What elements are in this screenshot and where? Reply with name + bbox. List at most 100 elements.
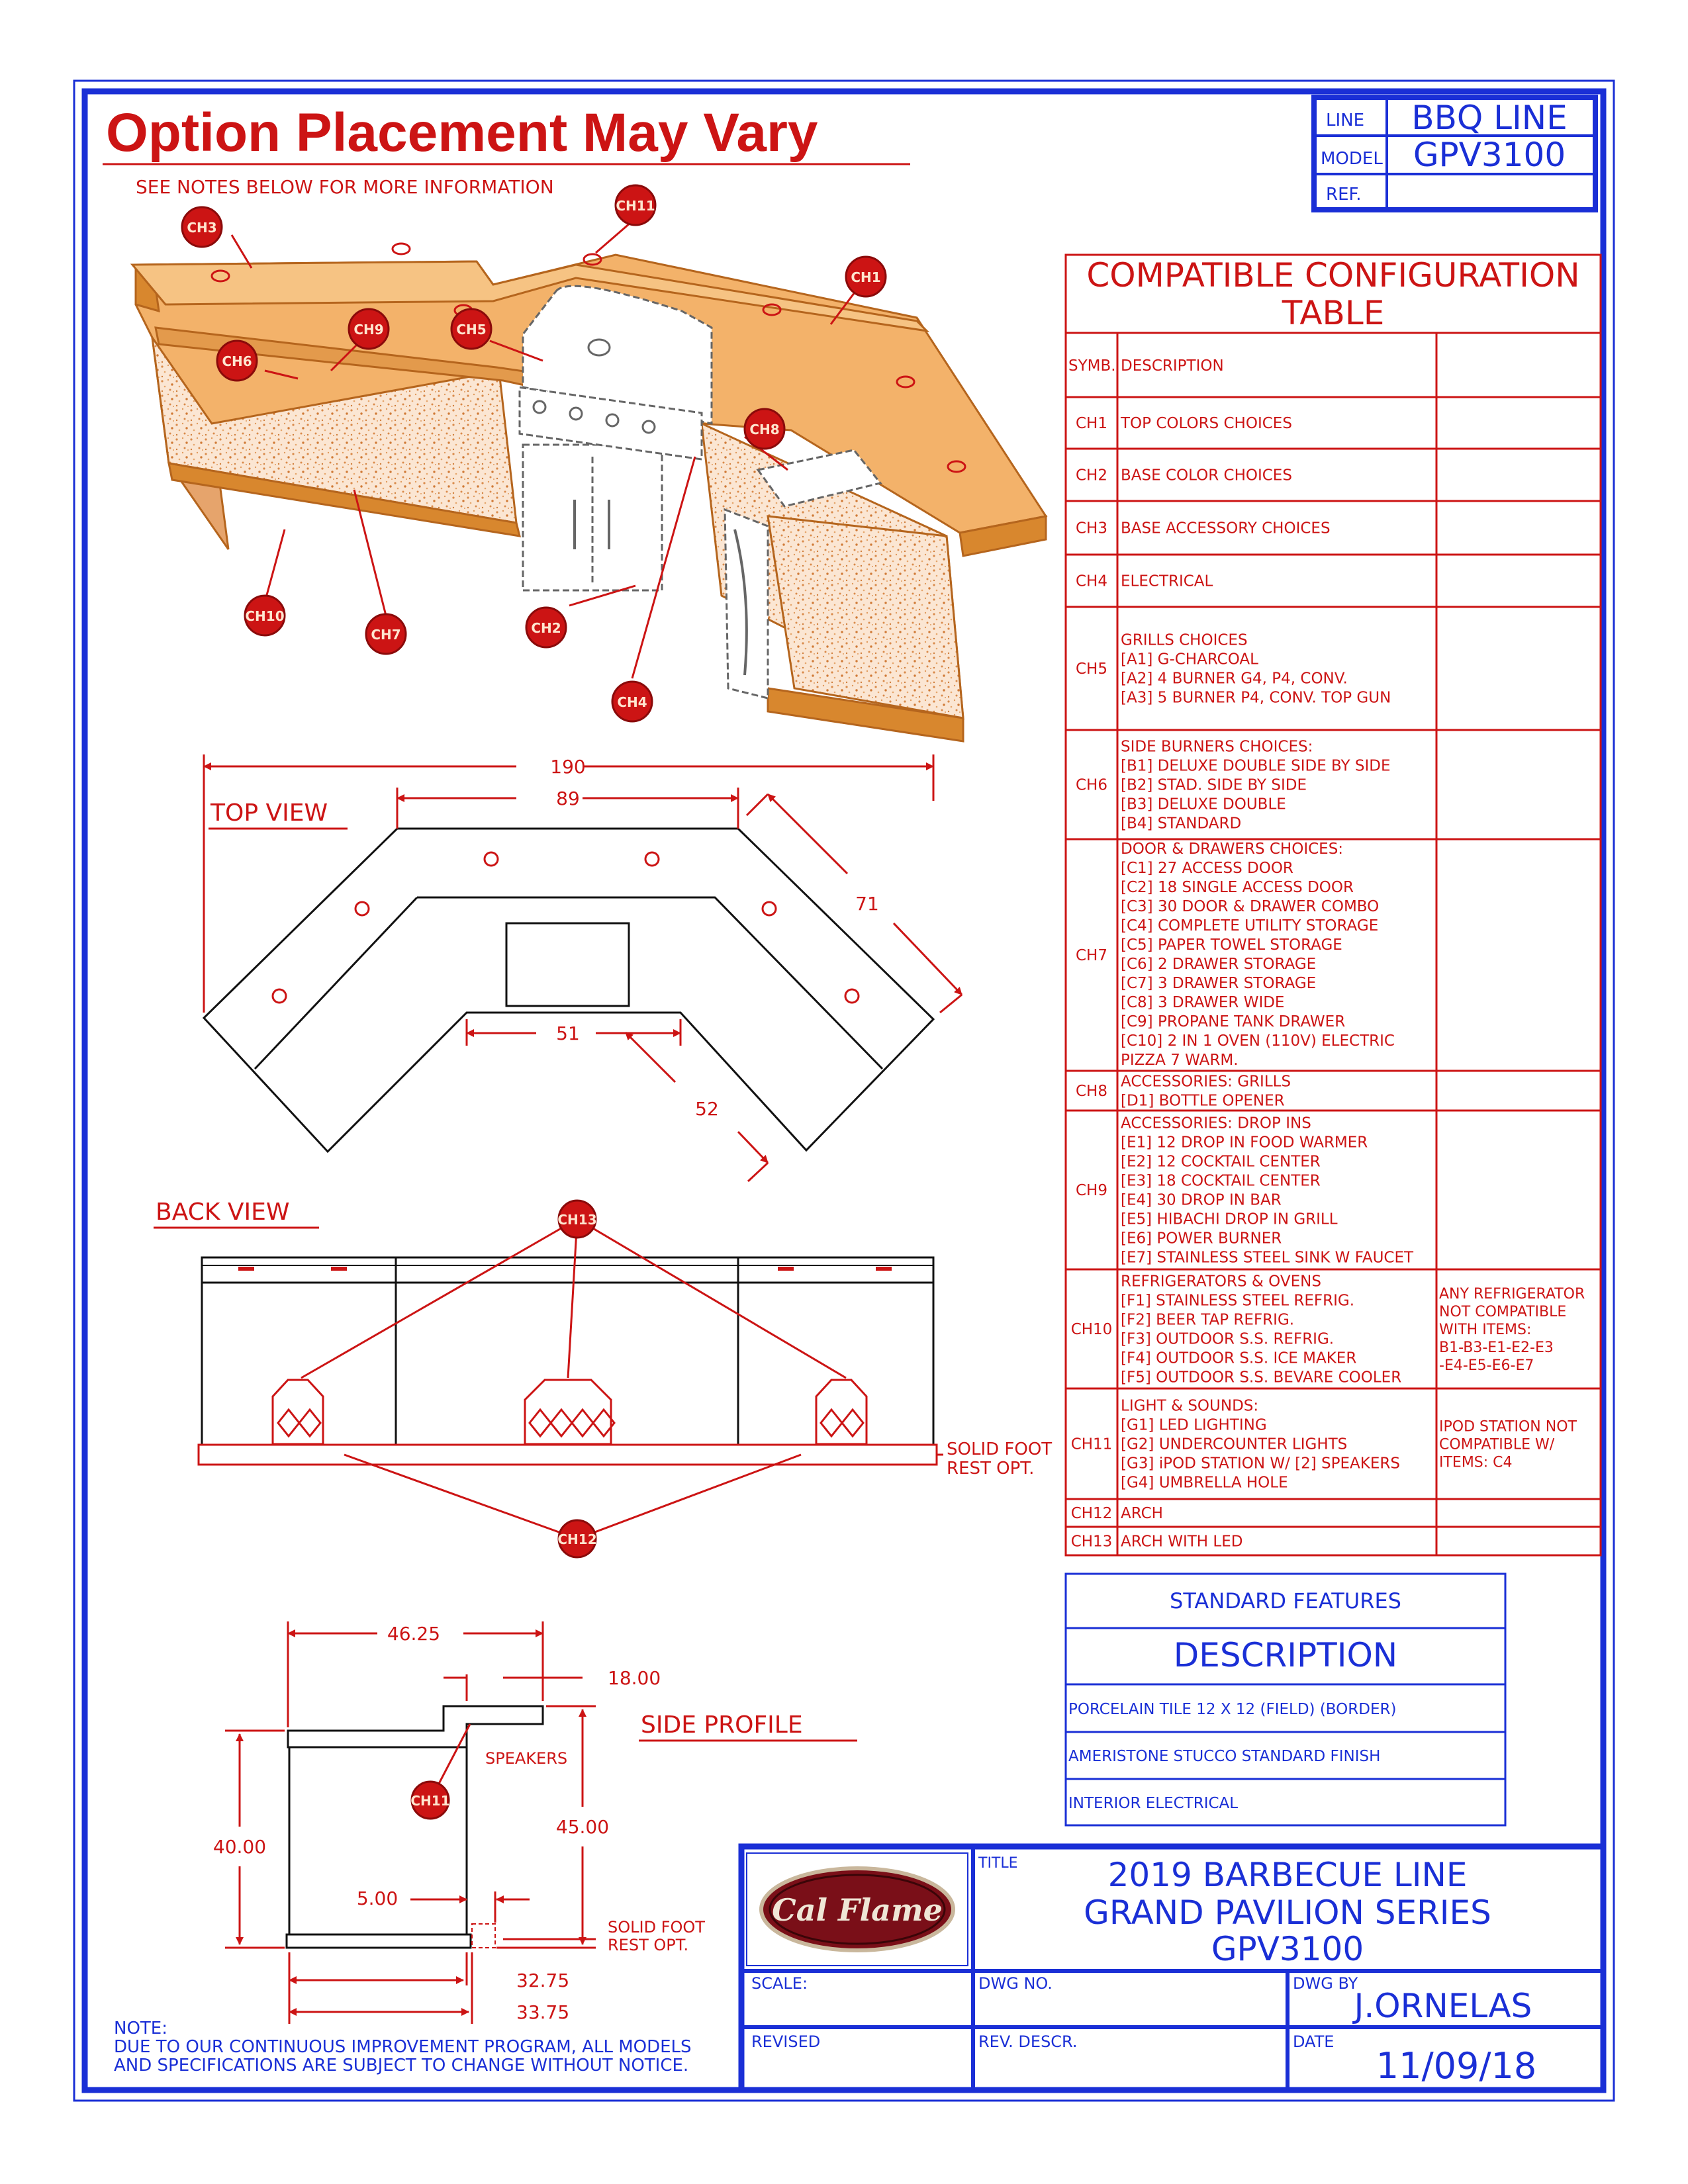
row-note-line: ITEMS: C4	[1439, 1455, 1513, 1471]
isometric-drawing	[130, 217, 1048, 743]
row-symbol: CH7	[1076, 947, 1107, 964]
row-description-line: BASE ACCESSORY CHOICES	[1121, 520, 1331, 537]
callout-ch11: CH11	[614, 184, 657, 226]
callout-label: CH11	[616, 198, 655, 214]
row-description-line: [E5] HIBACHI DROP IN GRILL	[1121, 1211, 1338, 1228]
row-description-line: [F5] OUTDOOR S.S. BEVARE COOLER	[1121, 1369, 1401, 1387]
row-description-line: TOP COLORS CHOICES	[1120, 415, 1292, 432]
row-description-line: ACCESSORIES: GRILLS	[1121, 1073, 1291, 1091]
top-view: TOP VIEW	[202, 754, 963, 1183]
dim-52: 52	[695, 1098, 719, 1120]
feature-1: PORCELAIN TILE 12 X 12 (FIELD) (BORDER)	[1068, 1701, 1396, 1718]
row-note-line: -E4-E5-E6-E7	[1439, 1357, 1534, 1374]
row-symbol: CH10	[1071, 1321, 1113, 1338]
callout-ch1: CH1	[845, 255, 887, 298]
callout-label: CH4	[617, 694, 647, 710]
drawing-title-1: 2019 BARBECUE LINE	[1108, 1856, 1468, 1894]
row-note-line: WITH ITEMS:	[1439, 1322, 1531, 1338]
row-symbol: CH13	[1071, 1533, 1113, 1551]
side-note-1: SOLID FOOT	[608, 1918, 705, 1936]
row-description-line: [E7] STAINLESS STEEL SINK W FAUCET	[1121, 1250, 1414, 1267]
side-profile-label: SIDE PROFILE	[641, 1711, 803, 1739]
row-description-line: [C3] 30 DOOR & DRAWER COMBO	[1121, 898, 1379, 915]
row-description-line: [G1] LED LIGHTING	[1121, 1417, 1267, 1434]
row-description-line: ARCH WITH LED	[1121, 1533, 1243, 1551]
drawing-title-2: GRAND PAVILION SERIES	[1084, 1893, 1491, 1932]
row-symbol: CH3	[1076, 520, 1107, 537]
dim-190: 190	[550, 756, 585, 778]
standard-features-title: STANDARD FEATURES	[1170, 1588, 1401, 1614]
callout-ch13-label: CH13	[557, 1212, 596, 1228]
row-description-line: [B4] STANDARD	[1121, 815, 1241, 833]
scale-label: SCALE:	[751, 1974, 808, 1993]
row-description-line: DOOR & DRAWERS CHOICES:	[1121, 841, 1343, 858]
callout-label: CH3	[187, 220, 216, 236]
side-profile: SIDE PROFILE	[213, 1621, 857, 2024]
dim-33-75: 33.75	[516, 2001, 569, 2023]
callout-label: CH6	[222, 353, 252, 369]
row-description-line: [G2] UNDERCOUNTER LIGHTS	[1121, 1436, 1347, 1453]
row-description-line: [B1] DELUXE DOUBLE SIDE BY SIDE	[1121, 758, 1391, 775]
model-label: MODEL	[1321, 149, 1383, 169]
line-label: LINE	[1326, 111, 1364, 130]
row-description-line: [E2] 12 COCKTAIL CENTER	[1121, 1154, 1321, 1171]
row-description-line: [C8] 3 DRAWER WIDE	[1121, 994, 1284, 1011]
row-description-line: [E6] POWER BURNER	[1121, 1230, 1282, 1248]
callout-ch13: CH13	[557, 1199, 597, 1239]
row-description-line: [A3] 5 BURNER P4, CONV. TOP GUN	[1121, 690, 1391, 707]
col-symb-header: SYMB.	[1068, 357, 1116, 375]
dwg-by-label: DWG BY	[1293, 1974, 1358, 1993]
top-view-label: TOP VIEW	[210, 799, 328, 827]
row-description-line: ARCH	[1121, 1505, 1163, 1522]
line-model-block: LINE BBQ LINE MODEL GPV3100 REF.	[1311, 95, 1598, 212]
row-symbol: CH4	[1076, 573, 1107, 590]
feature-2: AMERISTONE STUCCO STANDARD FINISH	[1068, 1748, 1380, 1765]
callout-label: CH9	[353, 322, 383, 338]
row-description-line: [D1] BOTTLE OPENER	[1121, 1093, 1285, 1110]
dim-45-00: 45.00	[556, 1816, 609, 1838]
row-note-line: IPOD STATION NOT	[1439, 1419, 1577, 1435]
speakers-label: SPEAKERS	[485, 1749, 567, 1768]
standard-features-header: DESCRIPTION	[1174, 1636, 1397, 1674]
row-description-line: GRILLS CHOICES	[1121, 632, 1248, 649]
row-description-line: [G3] iPOD STATION W/ [2] SPEAKERS	[1121, 1455, 1400, 1473]
dim-18-00: 18.00	[608, 1667, 661, 1689]
row-description-line: [C5] PAPER TOWEL STORAGE	[1121, 936, 1342, 954]
dim-32-75: 32.75	[516, 1970, 569, 1991]
dim-89: 89	[556, 788, 580, 809]
row-symbol: CH11	[1071, 1436, 1113, 1453]
callout-ch9: CH9	[348, 308, 390, 350]
drawing-title-3: GPV3100	[1211, 1930, 1364, 1968]
title-label: TITLE	[978, 1855, 1018, 1872]
config-table: COMPATIBLE CONFIGURATION TABLE SYMB. DES…	[1064, 253, 1602, 1557]
row-description-line: [C9] PROPANE TANK DRAWER	[1121, 1013, 1345, 1030]
dwg-by-value: J.ORNELAS	[1352, 1987, 1532, 2025]
callout-ch4: CH4	[611, 680, 653, 723]
col-desc-header: DESCRIPTION	[1121, 357, 1224, 375]
dim-71: 71	[855, 893, 879, 915]
row-symbol: CH2	[1076, 467, 1107, 484]
dwg-no-label: DWG NO.	[978, 1974, 1053, 1993]
row-description-line: [A2] 4 BURNER G4, P4, CONV.	[1121, 670, 1348, 688]
row-note-line: NOT COMPATIBLE	[1439, 1304, 1566, 1320]
callout-ch6: CH6	[216, 340, 258, 382]
row-description-line: [A1] G-CHARCOAL	[1121, 651, 1258, 668]
note-line-1: DUE TO OUR CONTINUOUS IMPROVEMENT PROGRA…	[114, 2037, 692, 2057]
callout-label: CH1	[851, 269, 880, 285]
table-row: CH3 BASE ACCESSORY CHOICES	[1066, 520, 1601, 556]
row-description-line: [E4] 30 DROP IN BAR	[1121, 1192, 1282, 1209]
row-description-line: [C4] COMPLETE UTILITY STORAGE	[1121, 917, 1378, 934]
page-subtitle: SEE NOTES BELOW FOR MORE INFORMATION	[136, 176, 554, 198]
date-label: DATE	[1293, 2032, 1334, 2051]
note-label: NOTE:	[114, 2019, 167, 2038]
row-description-line: [F3] OUTDOOR S.S. REFRIG.	[1121, 1331, 1334, 1348]
ref-label: REF.	[1326, 185, 1362, 205]
